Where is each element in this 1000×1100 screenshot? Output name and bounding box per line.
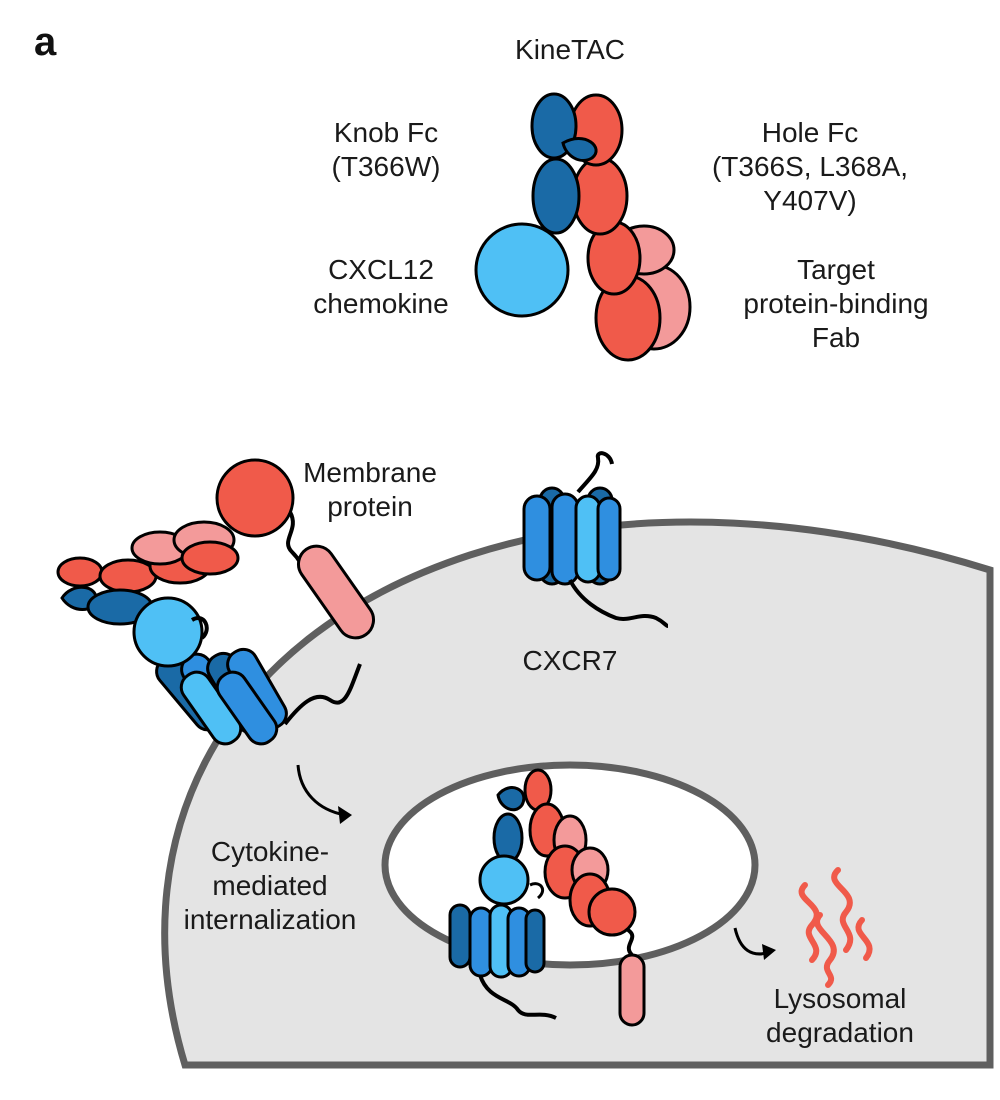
internalization-label-line1: Cytokine- xyxy=(210,836,330,867)
kinetac-molecule xyxy=(474,92,692,362)
lysosomal-label-line1: Lysosomal xyxy=(773,983,907,1014)
cxcr7-label: CXCR7 xyxy=(522,645,618,676)
knob-fc-label-line1: Knob Fc xyxy=(333,117,439,148)
cxcl12-label-line2: chemokine xyxy=(313,288,449,319)
panel-letter: a xyxy=(34,20,57,64)
kinetac-title: KineTAC xyxy=(515,34,625,65)
cxcl12-label-line1: CXCL12 xyxy=(328,254,434,285)
membrane-complex xyxy=(56,458,376,746)
knob-fc xyxy=(530,92,598,235)
degradation-arrow xyxy=(733,927,776,960)
hole-fc-label-line1: Hole Fc xyxy=(761,117,859,148)
membrane-protein-label: Membrane protein xyxy=(290,456,450,524)
target-fab-label: Target protein-binding Fab xyxy=(726,253,946,355)
lysosomal-label-line2: degradation xyxy=(766,1017,914,1048)
hole-fc xyxy=(568,93,629,236)
target-fab-label-line3: Fab xyxy=(811,322,861,353)
fab-arm xyxy=(586,220,692,362)
internalization-label-line2: mediated xyxy=(212,870,328,901)
lysosomal-degradation-label: Lysosomal degradation xyxy=(740,982,940,1050)
knob-fc-label-line2: (T366W) xyxy=(331,151,441,182)
internalization-label: Cytokine- mediated internalization xyxy=(160,835,380,937)
membrane-protein-label-line1: Membrane xyxy=(303,457,437,488)
cxcl12-label: CXCL12 chemokine xyxy=(296,253,466,321)
membrane-protein-label-line2: protein xyxy=(327,491,413,522)
cxcr7-receptor xyxy=(522,451,669,628)
knob-fc-label: Knob Fc (T366W) xyxy=(306,116,466,184)
hole-fc-label-line2: (T366S, L368A, xyxy=(711,151,909,182)
degraded-fragments-icon xyxy=(798,867,873,988)
target-fab-label-line1: Target xyxy=(797,254,875,285)
hole-fc-label: Hole Fc (T366S, L368A, Y407V) xyxy=(690,116,930,218)
endosome-complex xyxy=(448,768,646,1027)
cxcl12-chemokine xyxy=(474,222,570,318)
target-fab-label-line2: protein-binding xyxy=(743,288,929,319)
internalization-arrow xyxy=(296,764,352,824)
hole-fc-label-line3: Y407V) xyxy=(763,185,857,216)
internalization-label-line3: internalization xyxy=(183,904,357,935)
